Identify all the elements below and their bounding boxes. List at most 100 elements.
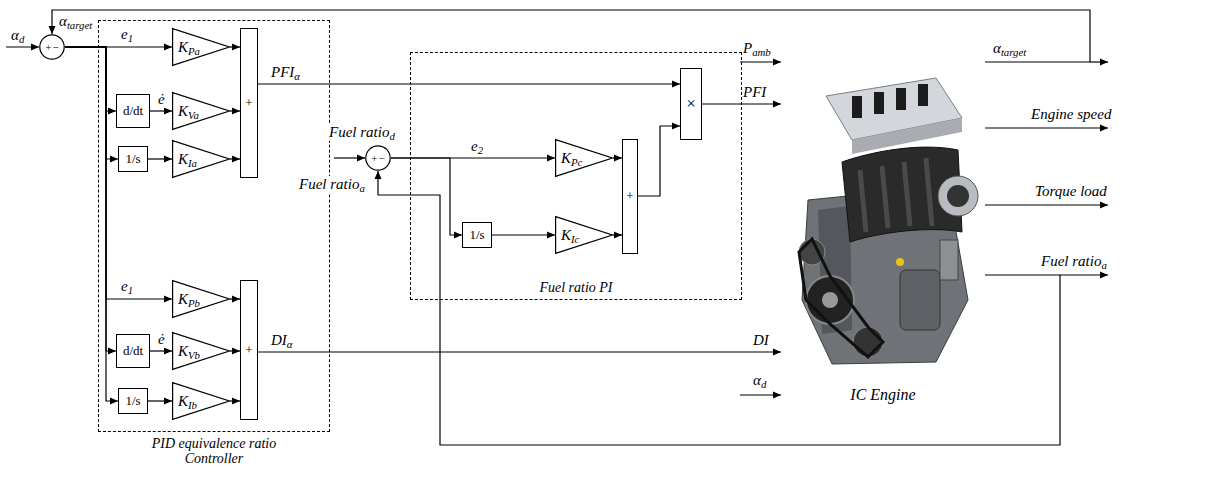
gain-shape bbox=[173, 281, 230, 318]
signal-line bbox=[378, 171, 1060, 445]
multiplier-box: × bbox=[680, 68, 702, 140]
block-label: d/dt bbox=[123, 344, 143, 358]
signal-label: Fuel ratioa bbox=[298, 176, 366, 193]
summing-junction: +− bbox=[365, 145, 391, 171]
signal-arrow-part bbox=[1090, 61, 1108, 62]
subscript: a bbox=[1101, 259, 1106, 271]
gain-triangle: KIc bbox=[555, 216, 613, 254]
block-caption: PID equivalence ratio Controller bbox=[129, 436, 299, 467]
block-label: KVb bbox=[178, 343, 200, 360]
signal-line bbox=[65, 47, 116, 111]
subscript: Vb bbox=[188, 349, 200, 361]
subscript: a bbox=[359, 182, 364, 194]
subscript: Pb bbox=[188, 297, 200, 309]
operator-sign: + bbox=[45, 41, 51, 53]
block-label: 1/s bbox=[469, 228, 484, 242]
block-label: KPb bbox=[178, 291, 200, 308]
junction-outline bbox=[365, 145, 391, 171]
engine-illustration-part bbox=[853, 327, 883, 357]
signal-label: ė bbox=[157, 91, 166, 108]
subscript: d bbox=[389, 130, 394, 142]
controller-group: Fuel ratio PI 1/s KPcKIc+ × bbox=[410, 52, 742, 300]
signal-line bbox=[258, 351, 781, 352]
signal-line bbox=[391, 158, 462, 235]
subscript: Ia bbox=[188, 157, 197, 169]
signal-label: αtarget bbox=[992, 40, 1027, 57]
signal-arrow bbox=[6, 47, 1108, 395]
engine-illustration-part bbox=[852, 96, 862, 118]
block-label: KPc bbox=[561, 150, 582, 167]
subscript: 1 bbox=[128, 284, 133, 296]
engine-illustration-part bbox=[896, 258, 904, 266]
signal-line bbox=[150, 350, 172, 351]
block-caption: IC Engine bbox=[781, 386, 985, 404]
gain-triangle: KVa bbox=[172, 92, 230, 130]
gain-shape bbox=[556, 217, 613, 254]
engine-illustration-part bbox=[900, 270, 940, 330]
signal-line bbox=[230, 298, 240, 299]
block-caption: Fuel ratio PI bbox=[411, 280, 741, 295]
engine-block: IC Engine bbox=[781, 52, 985, 410]
signal-arrow-part bbox=[985, 127, 1108, 128]
signal-label: PFI bbox=[742, 84, 767, 101]
junction-circle bbox=[366, 146, 390, 170]
signal-arrow-part bbox=[740, 61, 781, 62]
block-label: KIb bbox=[178, 393, 197, 410]
signal-line bbox=[258, 83, 680, 84]
signal-label: DI bbox=[752, 332, 770, 349]
gain-triangle: KPa bbox=[172, 28, 230, 66]
signal-line bbox=[65, 47, 116, 351]
gain-shape bbox=[173, 333, 230, 370]
subscript: 2 bbox=[478, 144, 483, 156]
subscript: amb bbox=[752, 46, 771, 58]
engine-illustration-part bbox=[938, 176, 978, 216]
subscript: target bbox=[67, 19, 92, 31]
signal-label: e2 bbox=[470, 138, 484, 155]
subscript: d bbox=[761, 378, 766, 390]
gain-shape bbox=[173, 141, 230, 178]
signal-arrow-part bbox=[1060, 274, 1108, 275]
operator-box: d/dt bbox=[116, 94, 150, 128]
block-label: KVa bbox=[178, 103, 199, 120]
signal-line bbox=[230, 110, 240, 111]
signal-line bbox=[148, 158, 172, 159]
signal-line bbox=[65, 47, 172, 299]
signal-line bbox=[492, 234, 555, 235]
summer-bar: + bbox=[240, 280, 258, 420]
subscript: 1 bbox=[128, 32, 133, 44]
signal-arrow-part bbox=[985, 204, 1108, 205]
engine-illustration-part bbox=[799, 239, 883, 357]
signal-label: e1 bbox=[120, 278, 134, 295]
gain-triangle: KIb bbox=[172, 382, 230, 420]
block-label: KIa bbox=[178, 151, 197, 168]
block-label: 1/s bbox=[125, 394, 140, 408]
subscript: Va bbox=[188, 109, 199, 121]
block-label: 1/s bbox=[125, 152, 140, 166]
engine-illustration-part bbox=[860, 158, 932, 232]
signal-label: Torque load bbox=[1034, 183, 1108, 200]
operator-box: 1/s bbox=[118, 388, 148, 414]
engine-illustration-part bbox=[896, 88, 906, 110]
operator-sign: + bbox=[245, 343, 252, 357]
sign-group: +− bbox=[371, 152, 384, 164]
summing-junction: +− bbox=[39, 34, 65, 60]
gain-shape bbox=[173, 29, 230, 66]
operator-box: d/dt bbox=[116, 334, 150, 368]
summer-bar: + bbox=[240, 28, 258, 178]
operator-box: 1/s bbox=[462, 222, 492, 248]
signal-label: Engine speed bbox=[1030, 106, 1112, 123]
subscript: α bbox=[294, 70, 300, 82]
operator-sign: − bbox=[53, 41, 59, 53]
signal-arrow-part bbox=[334, 157, 365, 158]
gain-shape bbox=[173, 93, 230, 130]
subscript: target bbox=[1001, 46, 1026, 58]
signal-line bbox=[230, 158, 240, 159]
operator-sign: + bbox=[245, 96, 252, 110]
gain-shape bbox=[556, 140, 613, 177]
operator-sign: − bbox=[379, 152, 385, 164]
gain-triangle: KPc bbox=[555, 139, 613, 177]
summer-bar: + bbox=[622, 139, 638, 254]
signal-label: ė bbox=[157, 331, 166, 348]
signal-arrow-part bbox=[6, 46, 39, 47]
